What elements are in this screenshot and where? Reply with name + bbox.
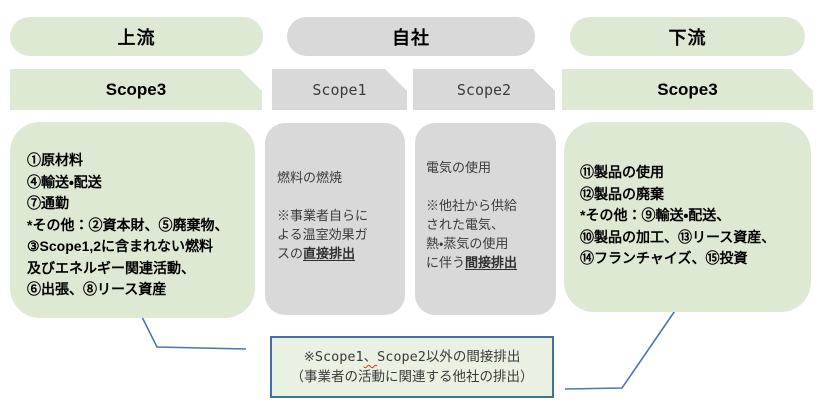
scope2-note-line: された電気、: [426, 218, 505, 233]
upstream-line: ①原材料: [27, 152, 83, 168]
spacer: [426, 178, 552, 197]
scope3-definition-note: ※Scope1、Scope2以外の間接排出 （事業者の活動に関連する他社の排出）: [270, 336, 554, 398]
scope2-note-tail: に伴う: [426, 256, 466, 271]
downstream-line: ⑪製品の使用: [580, 164, 664, 180]
banner-scope1-label: Scope1: [312, 80, 367, 99]
banner-scope2: Scope2: [413, 69, 555, 110]
scope2-indirect-emission-emphasis: 間接排出: [465, 256, 518, 271]
scope1-box: 燃料の燃焼 ※事業者自らに よる温室効果ガ スの直接排出: [265, 123, 405, 315]
note-line1-prefix: ※Scope1: [303, 349, 364, 365]
downstream-line: ⑩製品の加工、⑬リース資産、: [580, 228, 776, 245]
scope1-note-line: スの直接排出: [277, 245, 401, 264]
downstream-line: *その他：⑨輸送・配送、: [580, 207, 731, 223]
pill-upstream: 上流: [10, 17, 263, 56]
scope2-title: 電気の使用: [426, 161, 492, 176]
downstream-line: ⑫製品の廃棄: [580, 185, 664, 202]
upstream-line: ③Scope1,2に含まれない燃料: [27, 238, 214, 254]
pill-downstream-label: 下流: [668, 27, 707, 48]
downstream-line: ⑭フランチャイズ、⑮投資: [580, 250, 748, 266]
scope1-title: 燃料の燃焼: [277, 171, 343, 186]
upstream-scope3-box: ①原材料 ④輸送・配送 ⑦通勤 *その他：②資本財、⑤廃棄物、 ③Scope1,…: [10, 122, 255, 318]
scope2-note-line: に伴う間接排出: [426, 254, 552, 273]
note-line-2: （事業者の活動に関連する他社の排出）: [290, 369, 534, 385]
note-line1-comma-spellcheck: 、: [363, 349, 378, 365]
scope1-note-line: ※事業者自らに: [277, 209, 369, 224]
scope1-note-tail: スの: [277, 247, 304, 262]
scope2-box: 電気の使用 ※他社から供給 された電気、 熱・蒸気の使用 に伴う間接排出: [415, 123, 556, 315]
pill-downstream: 下流: [570, 17, 805, 56]
pill-company-label: 自社: [392, 27, 430, 48]
callout-line-downstream: [564, 301, 682, 390]
scope2-note-line: 熱・蒸気の使用: [426, 237, 509, 252]
upstream-line: *その他：②資本財、⑤廃棄物、: [27, 216, 229, 233]
pill-company: 自社: [287, 17, 535, 56]
note-line1-rest: Scope2以外の間接排出: [377, 349, 521, 365]
banner-scope1: Scope1: [272, 69, 407, 110]
upstream-line: ④輸送・配送: [27, 173, 102, 190]
scope2-note-line: ※他社から供給: [426, 199, 518, 214]
banner-scope3-downstream-label: Scope3: [657, 79, 718, 99]
banner-scope3-downstream: Scope3: [562, 69, 813, 110]
upstream-line: 及びエネルギー関連活動、: [27, 259, 195, 276]
banner-scope2-label: Scope2: [456, 80, 512, 99]
banner-scope3-upstream-label: Scope3: [105, 79, 167, 99]
scope1-direct-emission-emphasis: 直接排出: [303, 247, 356, 262]
spacer: [277, 188, 401, 207]
pill-upstream-label: 上流: [117, 27, 156, 48]
downstream-scope3-box: ⑪製品の使用 ⑫製品の廃棄 *その他：⑨輸送・配送、 ⑩製品の加工、⑬リース資産…: [564, 122, 811, 312]
banner-scope3-upstream: Scope3: [10, 69, 262, 110]
note-line-1: ※Scope1、Scope2以外の間接排出: [304, 347, 521, 367]
scope1-note-line: よる温室効果ガ: [277, 228, 368, 243]
upstream-line: ⑦通勤: [27, 195, 69, 211]
upstream-line: ⑥出張、⑧リース資産: [27, 281, 167, 297]
